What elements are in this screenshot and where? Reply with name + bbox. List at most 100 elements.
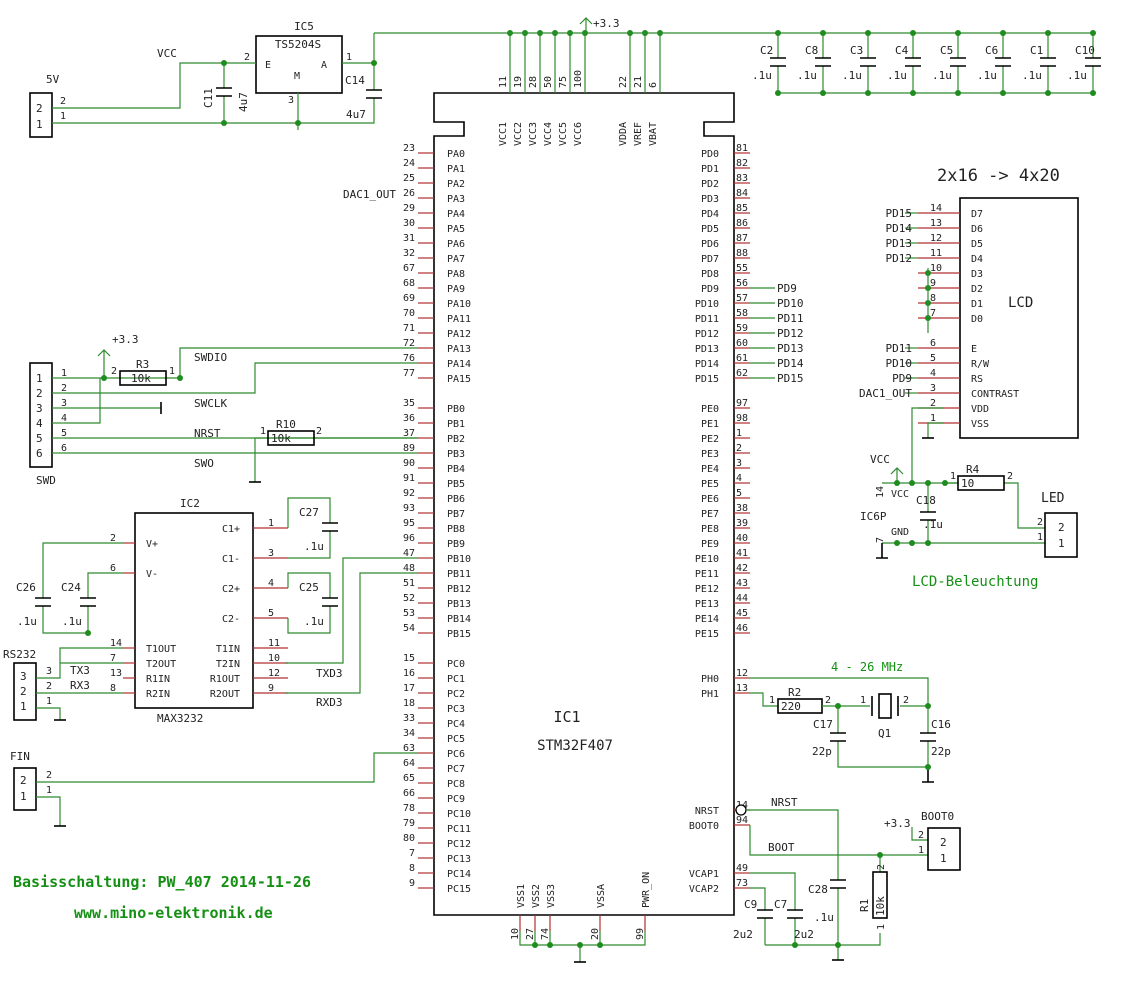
mcu-pin-num-vdda: 22 [618,76,629,88]
fin-gnd-wire [36,796,61,826]
input-pin-num-2: 2 [60,96,66,107]
mcu-pin-num-pe15: 46 [736,623,748,634]
rx3-net-label: RX3 [70,679,90,692]
c25-plates [322,597,338,607]
net-label-pd13: PD13 [777,342,804,355]
mcu-pin-num-pb0: 35 [403,398,415,409]
mcu-pin-num-pb15: 54 [403,623,415,634]
mcu-pin-name-nrst: NRST [695,806,719,817]
mcu-pin-num-pd2: 83 [736,173,748,184]
lcd-pin-name-d4: D4 [971,254,983,265]
cap-plates-c2 [770,57,786,67]
fin-connector-body [13,767,37,811]
mcu-pin-num-pc6: 63 [403,743,415,754]
swo-net-label: SWO [194,457,214,470]
cap-plates-c1 [1040,57,1056,67]
mcu-pin-num-pd5: 86 [736,218,748,229]
led-pin-2: 2 [1058,521,1065,534]
r2-pin2: 2 [825,695,831,706]
input-pin-num-1: 1 [60,111,66,122]
r10-value: 10k [271,432,291,445]
lcd-pin-num-vss: 1 [930,413,936,424]
junction-dot [1000,30,1006,36]
c18-name: C18 [916,494,936,507]
mcu-pin-name-vcap1: VCAP1 [689,869,719,880]
lcd-title: 2x16 -> 4x20 [937,166,1060,186]
max-pin-num-t1out: 14 [110,638,122,649]
input-connector-body [29,92,53,138]
nrst-inverter-circle [735,804,747,816]
r3-name: R3 [136,358,149,371]
mcu-pin-name-pe15: PE15 [695,629,719,640]
max-pin-num-c2: 4 [268,578,274,589]
cap-name-c10: C10 [1075,44,1095,57]
mcu-pin-name-pc3: PC3 [447,704,465,715]
swd-pin-label-6: 6 [36,447,43,460]
mcu-pin-num-pd0: 81 [736,143,748,154]
mcu-pin-num-pc13: 7 [409,848,415,859]
lcd-net-label-dac1-out: DAC1_OUT [859,387,912,400]
mcu-part-label: STM32F407 [537,738,613,754]
r4-body [957,475,1005,491]
mcu-pin-name-pb12: PB12 [447,584,471,595]
mcu-pin-num-pc4: 33 [403,713,415,724]
mcu-pin-num-pwr-on: 99 [635,928,646,940]
c14-plates [366,89,382,99]
mcu-pin-name-pe12: PE12 [695,584,719,595]
clock-frequency-label: 4 - 26 MHz [831,660,903,674]
mcu-pin-num-vss1: 10 [510,928,521,940]
mcu-pin-name-vssa: VSSA [596,884,607,908]
mcu-pin-num-ph0: 12 [736,668,748,679]
r2-value: 220 [781,700,801,713]
mcu-pin-num-pb14: 53 [403,608,415,619]
cap-value-c2: .1u [752,69,772,82]
mcu-pin-name-pe5: PE5 [701,479,719,490]
boot0-connector-label: BOOT0 [921,810,954,823]
cap-value-c4: .1u [887,69,907,82]
swd-pin-label-1: 1 [36,372,43,385]
lcd-pin-name-e: E [971,344,977,355]
lcd-pin-num-d5: 12 [930,233,942,244]
input-connector-pin-1: 1 [36,118,43,131]
mcu-pin-name-pwr-on: PWR_ON [641,872,652,908]
c24-value: .1u [62,615,82,628]
lcd-pin-num-d7: 14 [930,203,942,214]
net-label-pd9: PD9 [777,282,797,295]
regulator-pin-e: E [265,60,271,71]
mcu-pin-num-vssa: 20 [590,928,601,940]
cap-name-c5: C5 [940,44,953,57]
mcu-ref-label: IC1 [553,708,580,726]
mcu-pin-name-pb6: PB6 [447,494,465,505]
mcu-pin-num-pb11: 48 [403,563,415,574]
tx3-wire [36,662,123,679]
lcd-pin-name-d5: D5 [971,239,983,250]
mcu-pin-num-pe12: 43 [736,578,748,589]
junction-dot [820,30,826,36]
swd-connector-label: SWD [36,474,56,487]
mcu-pin-name-pc5: PC5 [447,734,465,745]
mcu-pin-name-vbat: VBAT [648,122,659,146]
mcu-pin-name-pd12: PD12 [695,329,719,340]
c11-plates [216,87,232,97]
junction-dot [1045,90,1051,96]
ic6p-name: IC6P [860,510,887,523]
mcu-pin-name-pd5: PD5 [701,224,719,235]
mcu-pin-name-pc14: PC14 [447,869,471,880]
mcu-pin-name-pc4: PC4 [447,719,465,730]
mcu-pin-name-pd10: PD10 [695,299,719,310]
mcu-pin-num-pa15: 77 [403,368,415,379]
max-pin-num-t1in: 11 [268,638,280,649]
mcu-pin-num-ph1: 13 [736,683,748,694]
boot0-connector-body [927,827,961,871]
mcu-pin-num-pd15: 62 [736,368,748,379]
rs232-pin-2: 2 [20,685,27,698]
mcu-pin-num-vcap1: 49 [736,863,748,874]
swd-pin-label-3: 3 [36,402,43,415]
mcu-pin-name-pb9: PB9 [447,539,465,550]
mcu-pin-name-pa7: PA7 [447,254,465,265]
junction-dot [894,540,900,546]
mcu-pin-num-pc3: 18 [403,698,415,709]
swd-pin-label-2: 2 [36,387,43,400]
mcu-pin-num-pa8: 67 [403,263,415,274]
